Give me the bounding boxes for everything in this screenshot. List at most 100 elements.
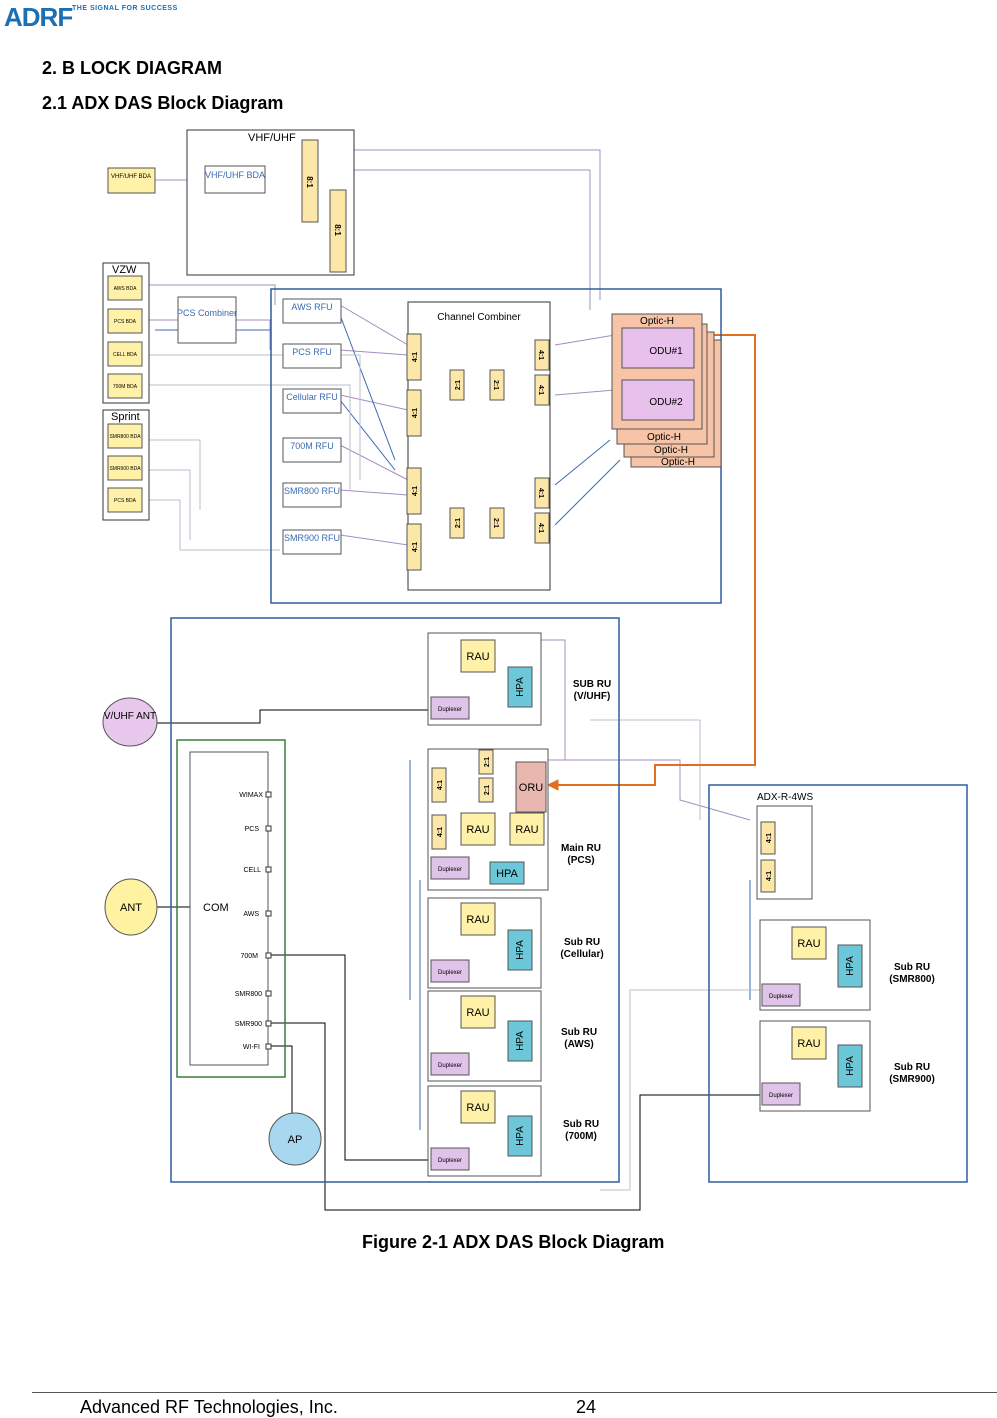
optic-h-label-3: Optic-H [654,445,688,456]
port-smr900: SMR900 [235,1021,262,1028]
combiner-2to1-a: 2:1 [455,380,462,390]
sprint-label: Sprint [111,411,140,423]
port-pcs: PCS [245,826,260,833]
optic-h-label-2: Optic-H [647,432,681,443]
rau-700m: RAU [466,1102,489,1114]
combiner-4to1-b: 4:1 [412,408,419,418]
combiner-2to1-d: 2:1 [492,518,499,528]
hpa-cellular: HPA [515,940,526,960]
subsection-title: 2.1 ADX DAS Block Diagram [42,93,284,113]
ru-label-700m-1: Sub RU [563,1119,599,1130]
oru-label: ORU [519,782,544,794]
combiner-2to1-c: 2:1 [455,518,462,528]
adrf-logo: ADRF [4,2,73,32]
port-wimax: WIMAX [239,792,263,799]
logo-tagline: THE SIGNAL FOR SUCCESS [72,5,178,12]
combiner-4to1-c: 4:1 [412,486,419,496]
vuhf-ant-label: V/UHF ANT [104,711,156,722]
hpa-aws: HPA [515,1031,526,1051]
duplexer-smr900: Duplexer [769,1093,793,1099]
duplexer-vuhf: Duplexer [438,707,462,713]
combiner-4to1-h: 4:1 [537,523,544,533]
duplexer-pcs: Duplexer [438,867,462,873]
odu2-label: ODU#2 [649,397,683,408]
figure-caption: Figure 2-1 ADX DAS Block Diagram [362,1232,665,1252]
vhf-bda-external-label: VHF/UHF BDA [111,174,151,180]
optic-h-label-4: Optic-H [661,457,695,468]
ru-label-cellular-1: Sub RU [564,937,600,948]
rau-vuhf: RAU [466,651,489,663]
pcs-combiner-label: PCS Combiner [177,308,237,318]
r-4to1-a: 4:1 [766,833,773,843]
splitter-8to1-label: 8:1 [305,176,314,188]
rau-aws: RAU [466,1007,489,1019]
port-aws: AWS [243,911,259,918]
vhf-bda-internal-label: VHF/UHF BDA [205,170,265,180]
hpa-pcs: HPA [496,868,518,880]
rfu-cellular: Cellular RFU [286,392,338,402]
duplexer-smr800: Duplexer [769,994,793,1000]
sprint-bda-pcs: PCS BDA [114,498,137,504]
port-700m: 700M [240,953,258,960]
duplexer-700m: Duplexer [438,1158,462,1164]
ru-4to1-a: 4:1 [437,780,444,790]
ru-label-aws-2: (AWS) [564,1039,593,1050]
port-smr800: SMR800 [235,991,262,998]
rfu-pcs: PCS RFU [292,347,332,357]
vzw-label: VZW [112,264,137,276]
hpa-700m: HPA [515,1126,526,1146]
sprint-bda-smr800: SMR800 BDA [109,434,141,440]
ru-label-smr800-1: Sub RU [894,962,930,973]
rau-cellular: RAU [466,914,489,926]
ru-label-cellular-2: (Cellular) [560,949,603,960]
ru-2to1-b: 2:1 [484,785,491,795]
ru-label-pcs-1: Main RU [561,843,601,854]
rfu-700m: 700M RFU [290,441,334,451]
footer-divider [32,1392,997,1393]
vzw-bda-pcs: PCS BDA [114,319,137,325]
combiner-2to1-b: 2:1 [492,380,499,390]
duplexer-aws: Duplexer [438,1063,462,1069]
port-cell: CELL [243,867,261,874]
ru-label-pcs-2: (PCS) [567,855,594,866]
rfu-aws: AWS RFU [291,302,332,312]
ru-label-vuhf-1: SUB RU [573,679,611,690]
optic-h-label-1: Optic-H [640,316,674,327]
ru-label-smr900-1: Sub RU [894,1062,930,1073]
ru-label-smr800-2: (SMR800) [889,974,935,985]
com-label: COM [203,902,229,914]
ru-4to1-b: 4:1 [437,827,444,837]
odu1-label: ODU#1 [649,346,683,357]
rau-pcs-a: RAU [466,824,489,836]
vzw-bda-cell: CELL BDA [113,352,138,358]
ru-label-vuhf-2: (V/UHF) [574,691,611,702]
combiner-4to1-e: 4:1 [537,350,544,360]
combiner-4to1-g: 4:1 [537,488,544,498]
combiner-4to1-d: 4:1 [412,542,419,552]
duplexer-cellular: Duplexer [438,970,462,976]
ap-label: AP [288,1134,303,1146]
ru-label-smr900-2: (SMR900) [889,1074,935,1085]
page-number: 24 [576,1397,597,1417]
rau-pcs-b: RAU [515,824,538,836]
hpa-smr900: HPA [845,1056,856,1076]
vzw-bda-aws: AWS BDA [114,286,138,292]
ru-2to1-a: 2:1 [484,757,491,767]
ru-label-aws-1: Sub RU [561,1027,597,1038]
channel-combiner-label: Channel Combiner [437,312,521,323]
footer-company: Advanced RF Technologies, Inc. [80,1397,338,1417]
hpa-vuhf: HPA [515,677,526,697]
combiner-4to1-f: 4:1 [537,385,544,395]
rfu-smr900: SMR900 RFU [284,533,340,543]
vzw-bda-700m: 700M BDA [113,384,138,390]
sprint-bda-smr900: SMR900 BDA [109,466,141,472]
section-title: 2. B LOCK DIAGRAM [42,58,222,78]
ru-label-700m-2: (700M) [565,1131,597,1142]
hpa-smr800: HPA [845,956,856,976]
rfu-smr800: SMR800 RFU [284,486,340,496]
rau-smr900: RAU [797,1038,820,1050]
rau-smr800: RAU [797,938,820,950]
port-wifi: WI-FI [243,1044,260,1051]
adx-r-label: ADX-R-4WS [757,792,813,803]
